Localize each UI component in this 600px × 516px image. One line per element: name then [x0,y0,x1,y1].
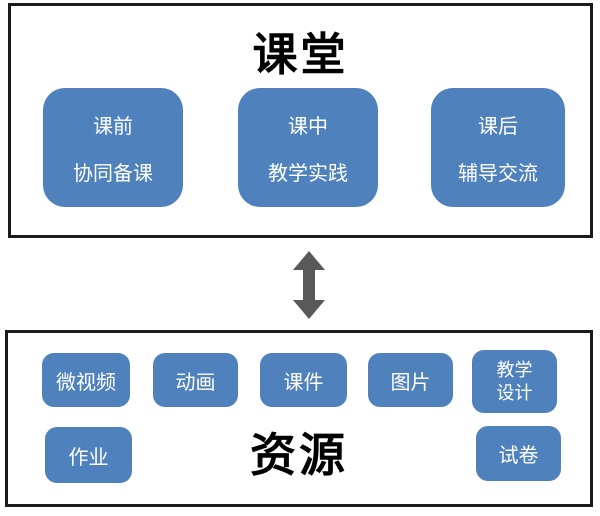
resources-section: 微视频 动画 课件 图片 教学 设计 作业 资源 试卷 [5,330,593,507]
stage-box-preclass: 课前 协同备课 [43,88,183,207]
up-down-arrow-icon [293,251,325,319]
classroom-section: 课堂 课前 协同备课 课中 教学实践 课后 辅导交流 [8,3,593,238]
resource-box-homework: 作业 [45,427,132,483]
stage-box-preclass-line2: 协同备课 [73,162,153,185]
stage-box-afterclass-line1: 课后 [478,115,518,138]
resource-box-courseware: 课件 [260,353,347,407]
classroom-title: 课堂 [252,29,349,80]
resource-box-animation: 动画 [153,353,238,407]
resource-box-courseware-label: 课件 [283,371,324,394]
resources-title: 资源 [250,429,348,481]
resource-box-teaching-design-line2: 设计 [496,382,533,403]
resource-box-homework-label: 作业 [68,446,109,469]
resource-box-animation-label: 动画 [175,371,216,394]
resource-box-pictures-label: 图片 [390,371,431,394]
stage-box-afterclass-line2: 辅导交流 [458,162,538,185]
stage-box-inclass: 课中 教学实践 [238,88,378,207]
stage-box-inclass-line1: 课中 [288,115,328,138]
stage-box-preclass-line1: 课前 [93,115,133,138]
resource-box-pictures: 图片 [368,353,453,407]
resource-box-teaching-design-line1: 教学 [496,359,533,380]
stage-box-afterclass: 课后 辅导交流 [431,88,565,207]
resource-box-testpaper: 试卷 [476,426,561,481]
resource-box-testpaper-label: 试卷 [498,445,539,467]
resource-box-teaching-design: 教学 设计 [472,350,557,413]
stage-box-inclass-line2: 教学实践 [268,162,348,185]
resource-box-microvideo-label: 微视频 [56,371,116,394]
resource-box-microvideo: 微视频 [42,353,130,407]
